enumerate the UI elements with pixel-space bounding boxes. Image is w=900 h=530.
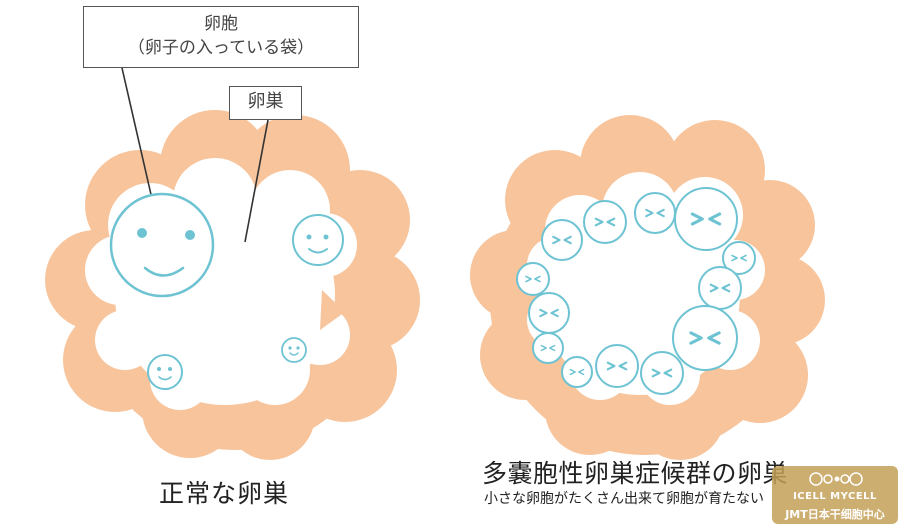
ovary-label-text: 卵巣 bbox=[247, 91, 284, 112]
pcos-follicle bbox=[722, 241, 756, 275]
pcos-follicle bbox=[640, 351, 684, 395]
ovary-label-box: 卵巣 bbox=[229, 86, 302, 120]
watermark-brand: ICELL MYCELL bbox=[793, 491, 877, 502]
pcos-follicle bbox=[672, 305, 738, 371]
normal-ovary-caption: 正常な卵巣 bbox=[159, 479, 290, 508]
pcos-follicle bbox=[634, 192, 676, 234]
pcos-follicle bbox=[561, 356, 593, 388]
watermark-logo-icon bbox=[809, 472, 863, 486]
watermark-badge: ICELL MYCELL JMT日本干细胞中心 bbox=[772, 466, 898, 524]
small-follicle-left bbox=[147, 354, 183, 390]
pcos-ovary bbox=[470, 115, 825, 460]
pcos-follicle bbox=[583, 200, 627, 244]
pcos-follicle bbox=[541, 219, 583, 261]
medium-follicle bbox=[292, 214, 344, 266]
pcos-follicle-ring bbox=[516, 187, 756, 395]
watermark-name: JMT日本干细胞中心 bbox=[785, 508, 885, 521]
pcos-ovary-caption: 多嚢胞性卵巣症候群の卵巣 bbox=[482, 459, 789, 488]
small-follicle-right bbox=[281, 337, 307, 363]
pcos-follicle bbox=[674, 187, 738, 251]
pcos-follicle bbox=[528, 292, 570, 334]
normal-ovary-notch bbox=[320, 290, 345, 330]
pcos-follicle bbox=[516, 262, 550, 296]
follicle-label-title: 卵胞 bbox=[204, 14, 238, 34]
ovary-leader-line bbox=[244, 119, 269, 243]
pcos-ovary-subcaption: 小さな卵胞がたくさん出来て卵胞が育たない bbox=[484, 491, 764, 507]
follicle-label-note: （卵子の入っている袋） bbox=[127, 38, 315, 58]
follicle-label-box: 卵胞 （卵子の入っている袋） bbox=[83, 6, 359, 68]
normal-ovary bbox=[45, 67, 420, 460]
pcos-follicle bbox=[698, 266, 742, 310]
large-follicle bbox=[109, 192, 215, 298]
pcos-follicle bbox=[595, 344, 639, 388]
follicle-leader-line bbox=[121, 67, 156, 213]
pcos-follicle bbox=[532, 332, 564, 364]
